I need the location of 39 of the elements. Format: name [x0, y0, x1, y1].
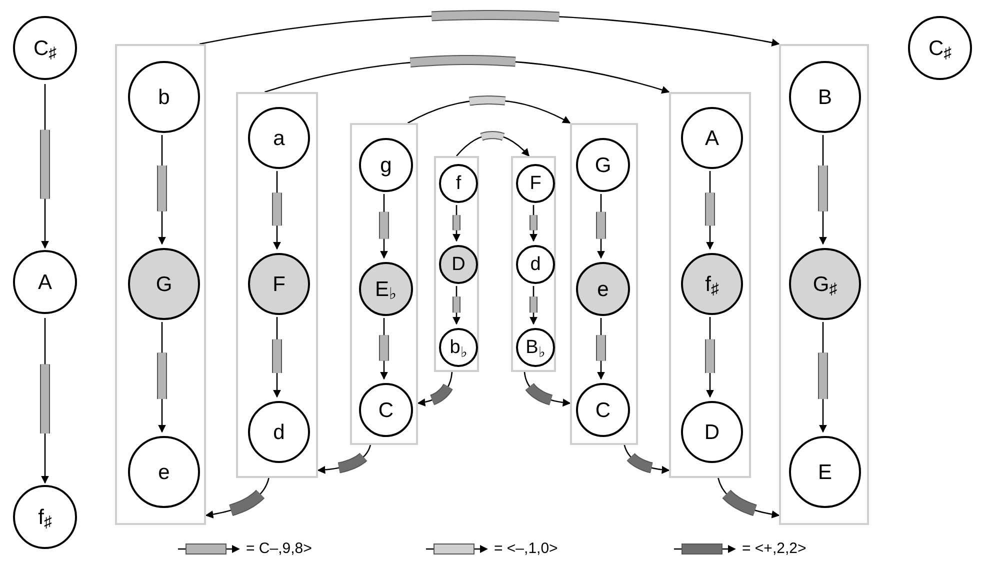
legend-text: = <–,1,0>	[494, 539, 558, 559]
arrow	[408, 96, 571, 124]
arrow	[452, 286, 460, 325]
arrow	[157, 135, 167, 245]
arrow	[264, 55, 670, 94]
arrow	[379, 318, 389, 380]
arrow	[818, 135, 828, 245]
group-box	[115, 44, 206, 525]
arrow	[456, 131, 530, 157]
arrow	[530, 205, 538, 242]
arrow	[40, 318, 50, 484]
arrow	[452, 205, 460, 242]
group-box	[236, 92, 318, 478]
legend-text: = <+,2,2>	[742, 539, 806, 559]
arrow	[272, 317, 282, 398]
arrow	[718, 478, 780, 518]
group-box	[570, 123, 638, 445]
group-box	[511, 156, 556, 372]
arrow	[596, 318, 606, 380]
arrow	[157, 322, 167, 433]
arrow	[705, 171, 715, 250]
arrow	[624, 444, 670, 474]
arrow	[205, 478, 270, 518]
group-box	[350, 123, 418, 445]
arrow	[705, 317, 715, 398]
group-box	[434, 156, 479, 372]
arrow	[272, 171, 282, 250]
arrow	[200, 10, 780, 47]
arrow	[596, 194, 606, 259]
legend-text: = C–,9,8>	[246, 539, 312, 559]
arrow	[417, 372, 453, 406]
arrow	[40, 84, 50, 249]
arrow	[524, 372, 571, 406]
arrow	[317, 444, 372, 474]
arrow	[818, 322, 828, 433]
arrow	[530, 286, 538, 325]
arrow	[379, 194, 389, 259]
group-box	[669, 92, 751, 478]
group-box	[779, 44, 869, 525]
